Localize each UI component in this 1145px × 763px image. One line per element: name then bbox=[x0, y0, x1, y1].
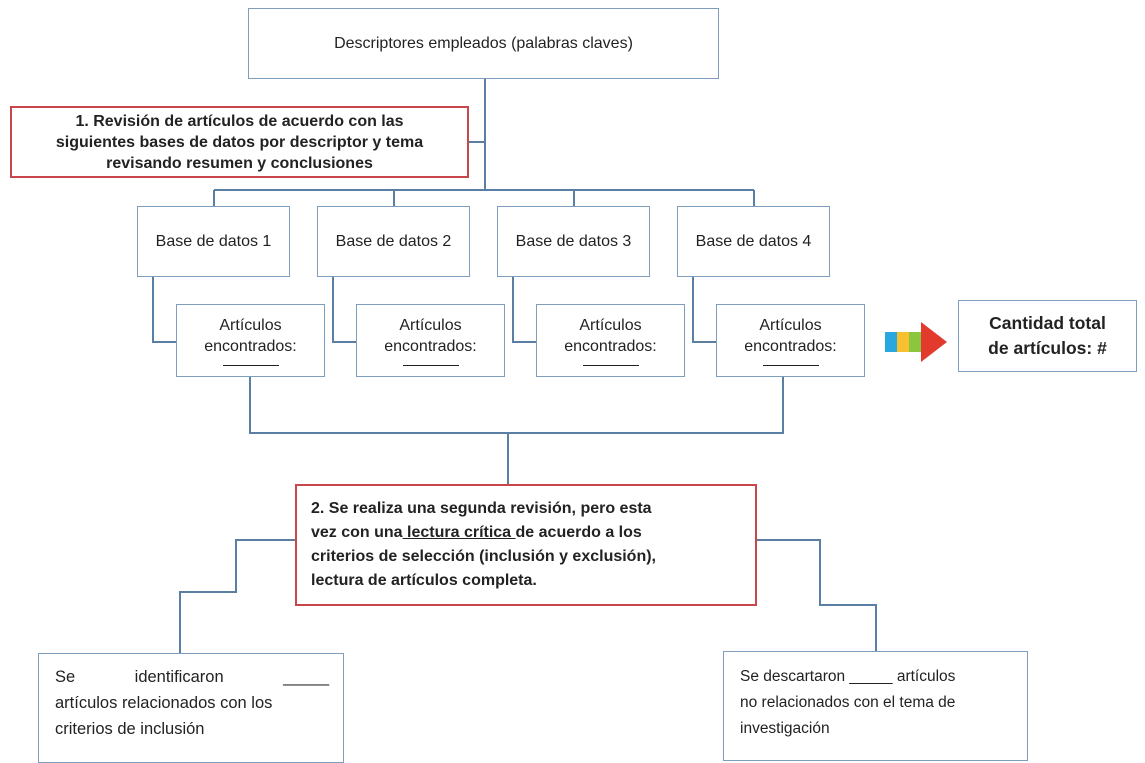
step1-line-1: 1. Revisión de artículos de acuerdo con … bbox=[75, 112, 404, 130]
articles-found-box-1: Artículos encontrados: bbox=[176, 304, 325, 377]
articles-found-line2-3: encontrados: bbox=[564, 338, 657, 355]
descriptors-label: Descriptores empleados (palabras claves) bbox=[334, 35, 633, 52]
step2-line-4: lectura de artículos completa. bbox=[311, 569, 741, 593]
step2-line-3: criterios de selección (inclusión y excl… bbox=[311, 545, 741, 569]
database-box-2: Base de datos 2 bbox=[317, 206, 470, 277]
excluded-articles-box: Se descartaron _____ artículos no relaci… bbox=[723, 651, 1028, 761]
articles-found-line1-1: Artículos bbox=[219, 317, 282, 334]
included-blank: _____ bbox=[283, 668, 329, 686]
articles-count-blank-2 bbox=[402, 357, 459, 366]
included-line-3: criterios de inclusión bbox=[55, 720, 205, 738]
step2-line-1-text: 2. Se realiza una segunda revisión, pero… bbox=[311, 500, 652, 517]
excluded-line-2: no relacionados con el tema de bbox=[740, 694, 956, 711]
included-articles-box: Se identificaron _____ artículos relacio… bbox=[38, 653, 344, 763]
articles-found-box-3: Artículos encontrados: bbox=[536, 304, 685, 377]
database-box-3: Base de datos 3 bbox=[497, 206, 650, 277]
database-box-1: Base de datos 1 bbox=[137, 206, 290, 277]
articles-count-blank-3 bbox=[582, 357, 639, 366]
step2-line-4-text: lectura de artículos completa. bbox=[311, 572, 537, 589]
included-line-2: artículos relacionados con los bbox=[55, 694, 273, 712]
articles-found-line1-3: Artículos bbox=[579, 317, 642, 334]
included-word-se: Se bbox=[55, 668, 76, 686]
step2-line-2: vez con una lectura crítica de acuerdo a… bbox=[311, 521, 741, 545]
step2-line-3-text: criterios de selección (inclusión y excl… bbox=[311, 548, 656, 565]
database-label-4: Base de datos 4 bbox=[695, 233, 812, 250]
articles-found-line1-2: Artículos bbox=[399, 317, 462, 334]
descriptors-box: Descriptores empleados (palabras claves) bbox=[248, 8, 719, 79]
connector-line bbox=[179, 539, 295, 653]
step2-line-2-pre: vez con una bbox=[311, 524, 403, 541]
connector-line bbox=[512, 277, 536, 343]
database-box-4: Base de datos 4 bbox=[677, 206, 830, 277]
articles-found-line2-2: encontrados: bbox=[384, 338, 477, 355]
connector-line bbox=[332, 277, 356, 343]
articles-found-line1-4: Artículos bbox=[759, 317, 822, 334]
included-word-identificaron: identificaron bbox=[134, 668, 224, 686]
connector-line bbox=[757, 539, 877, 651]
database-label-3: Base de datos 3 bbox=[515, 233, 632, 250]
step2-box: 2. Se realiza una segunda revisión, pero… bbox=[295, 484, 757, 606]
total-line-1: Cantidad total bbox=[989, 313, 1106, 333]
step2-line-2-post: de acuerdo a los bbox=[515, 524, 642, 541]
articles-found-box-4: Artículos encontrados: bbox=[716, 304, 865, 377]
step1-box: 1. Revisión de artículos de acuerdo con … bbox=[10, 106, 469, 178]
excluded-line-1: Se descartaron _____ artículos bbox=[740, 668, 956, 685]
articles-found-line2-4: encontrados: bbox=[744, 338, 837, 355]
connector-line bbox=[692, 277, 716, 343]
step2-line-1: 2. Se realiza una segunda revisión, pero… bbox=[311, 497, 741, 521]
total-articles-box: Cantidad total de artículos: # bbox=[958, 300, 1137, 372]
excluded-line-3: investigación bbox=[740, 720, 830, 737]
right-arrow-icon bbox=[885, 322, 947, 362]
step1-line-2: siguientes bases de datos por descriptor… bbox=[55, 133, 424, 151]
articles-found-line2-1: encontrados: bbox=[204, 338, 297, 355]
critical-reading-underlined: lectura crítica bbox=[402, 524, 516, 541]
database-label-2: Base de datos 2 bbox=[335, 233, 452, 250]
articles-count-blank-4 bbox=[762, 357, 819, 366]
database-label-1: Base de datos 1 bbox=[155, 233, 272, 250]
articles-found-box-2: Artículos encontrados: bbox=[356, 304, 505, 377]
connector-line bbox=[152, 277, 176, 343]
included-line-1: Se identificaron _____ bbox=[55, 664, 329, 690]
connector-line bbox=[249, 377, 784, 434]
articles-count-blank-1 bbox=[222, 357, 279, 366]
step1-line-3: revisando resumen y conclusiones bbox=[106, 154, 373, 172]
total-line-2: de artículos: # bbox=[988, 338, 1107, 358]
